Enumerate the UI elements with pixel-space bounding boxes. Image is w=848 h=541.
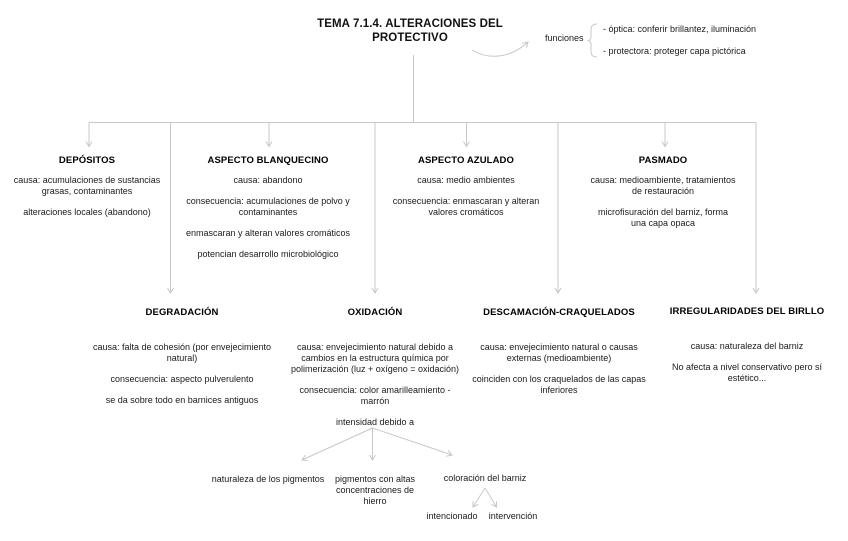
funciones-brace: [587, 23, 598, 58]
node-pasmado: PASMADO causa: medioambiente, tratamient…: [578, 155, 748, 229]
node-degradacion: DEGRADACIÓN causa: falta de cohesión (po…: [77, 307, 287, 406]
arrow-intencionado: [472, 487, 486, 508]
node-degradacion-line: consecuencia: aspecto pulverulento: [110, 374, 254, 384]
node-aspecto-blanquecino-line: consecuencia: acumulaciones de polvo y c…: [186, 196, 350, 217]
funciones-item-protectora: - protectora: proteger capa pictórica: [603, 46, 746, 56]
node-irregularidades-line: No afecta a nivel conservativo pero sí e…: [671, 362, 823, 383]
leaf-intervencion: intervención: [488, 511, 538, 521]
leaf-intencionado: intencionado: [426, 511, 478, 521]
node-aspecto-azulado-line: consecuencia: enmascaran y alteran valor…: [392, 196, 540, 217]
node-depositos: DEPÓSITOS causa: acumulaciones de sustan…: [2, 155, 172, 218]
node-degradacion-line: causa: falta de cohesión (por envejecimi…: [92, 342, 272, 363]
node-depositos-line: causa: acumulaciones de sustancias grasa…: [13, 175, 161, 196]
node-depositos-line: alteraciones locales (abandono): [23, 207, 151, 217]
node-oxidacion-line: intensidad debido a: [335, 417, 415, 427]
arrow-coloracion-barniz: [372, 427, 453, 457]
node-aspecto-azulado-line: causa: medio ambientes: [417, 175, 515, 185]
node-depositos-title: DEPÓSITOS: [58, 155, 116, 166]
node-aspecto-blanquecino-line: causa: abandono: [233, 175, 303, 185]
node-oxidacion-line: causa: envejecimiento natural debido a c…: [290, 342, 460, 374]
arrow-intervencion: [484, 487, 498, 508]
node-irregularidades-brillo: IRREGULARIDADES DEL BIRLLO causa: natura…: [652, 306, 842, 384]
leaf-pigmentos-hierro: pigmentos con altas concentraciones de h…: [334, 474, 416, 506]
node-oxidacion-title: OXIDACIÓN: [347, 307, 403, 318]
node-aspecto-azulado: ASPECTO AZULADO causa: medio ambientes c…: [381, 155, 551, 218]
node-descamacion-line: causa: envejecimiento natural o causas e…: [480, 342, 638, 363]
diagram-title: TEMA 7.1.4. ALTERACIONES DEL PROTECTIVO: [317, 18, 503, 44]
arrow-title-to-funciones: [471, 41, 529, 57]
node-pasmado-title: PASMADO: [638, 155, 688, 166]
node-descamacion-title: DESCAMACIÓN-CRAQUELADOS: [483, 307, 635, 318]
node-descamacion-craquelados: DESCAMACIÓN-CRAQUELADOS causa: envejecim…: [456, 307, 662, 396]
node-degradacion-title: DEGRADACIÓN: [145, 307, 219, 318]
node-irregularidades-title: IRREGULARIDADES DEL BIRLLO: [669, 306, 825, 317]
node-pasmado-line: microfisuración del barniz, forma una ca…: [597, 207, 729, 228]
node-aspecto-blanquecino: ASPECTO BLANQUECINO causa: abandono cons…: [173, 155, 363, 260]
node-aspecto-azulado-title: ASPECTO AZULADO: [418, 155, 514, 166]
node-oxidacion: OXIDACIÓN causa: envejecimiento natural …: [270, 307, 480, 428]
node-descamacion-line: coinciden con los craquelados de las cap…: [472, 374, 646, 395]
node-pasmado-line: causa: medioambiente, tratamientos de re…: [590, 175, 736, 196]
funciones-item-optica: - óptica: conferir brillantez, iluminaci…: [603, 24, 757, 34]
funciones-label: funciones: [545, 33, 584, 43]
leaf-naturaleza-pigmentos: naturaleza de los pigmentos: [211, 474, 325, 484]
node-irregularidades-line: causa: naturaleza del barniz: [690, 341, 804, 351]
node-aspecto-blanquecino-line: potencian desarrollo microbiológico: [197, 249, 339, 259]
node-aspecto-blanquecino-line: enmascaran y alteran valores cromáticos: [185, 228, 351, 238]
node-aspecto-blanquecino-title: ASPECTO BLANQUECINO: [207, 155, 329, 166]
leaf-coloracion-barniz: coloración del barniz: [443, 473, 527, 483]
arrow-naturaleza-pigmentos: [301, 427, 373, 462]
node-degradacion-line: se da sobre todo en barnices antiguos: [105, 395, 259, 405]
node-oxidacion-line: consecuencia: color amarilleamiento - ma…: [299, 385, 451, 406]
